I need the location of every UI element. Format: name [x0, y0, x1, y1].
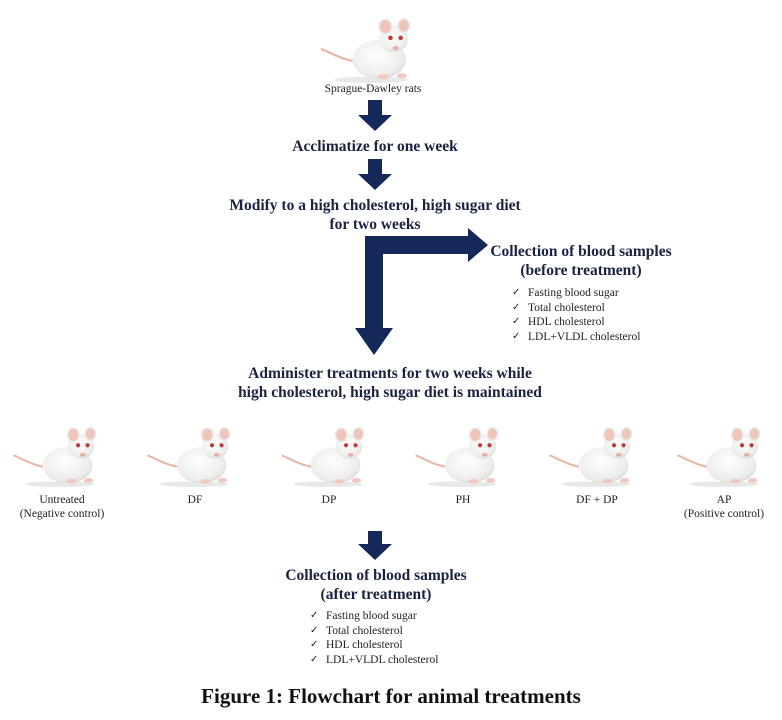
down-arrow-1 — [358, 100, 392, 131]
rat-image-group-3 — [272, 412, 384, 488]
list-item: ✓Fasting blood sugar — [310, 610, 417, 622]
list-item: ✓Total cholesterol — [512, 301, 605, 314]
after-collection-title: Collection of blood samples (after treat… — [270, 566, 482, 604]
elbow-arrow-branch — [365, 228, 488, 330]
down-arrow-2 — [358, 159, 392, 190]
after-checklist: ✓Fasting blood sugar ✓Total cholesterol … — [310, 609, 490, 667]
step-administer-line1: Administer treatments for two weeks whil… — [248, 365, 532, 382]
list-item: ✓HDL cholesterol — [310, 639, 403, 651]
group-label-untreated: Untreated (Negative control) — [19, 494, 105, 520]
rat-image-group-6 — [668, 412, 780, 488]
before-checklist: ✓Fasting blood sugar ✓Total cholesterol … — [512, 286, 692, 344]
rat-image-group-5 — [540, 412, 652, 488]
list-item: ✓Total cholesterol — [310, 624, 403, 637]
group-label-df-dp: DF + DP — [576, 494, 618, 506]
list-item: ✓LDL+VLDL cholesterol — [310, 653, 439, 666]
before-collection-title: Collection of blood samples (before trea… — [476, 242, 686, 280]
step-diet-line1: Modify to a high cholesterol, high sugar… — [229, 197, 521, 214]
step-administer: Administer treatments for two weeks whil… — [190, 364, 590, 402]
rat-image-group-4 — [406, 412, 518, 488]
group-label-ap: AP (Positive control) — [683, 494, 765, 520]
check-icon: ✓ — [310, 653, 319, 665]
group-label-df: DF — [187, 494, 203, 506]
down-arrow-3 — [358, 531, 392, 560]
before-title-line1: Collection of blood samples — [490, 243, 672, 260]
step-diet: Modify to a high cholesterol, high sugar… — [190, 196, 560, 234]
top-animal-label: Sprague-Dawley rats — [324, 83, 422, 95]
group-label-dp: DP — [321, 494, 337, 506]
check-icon: ✓ — [512, 330, 521, 342]
check-icon: ✓ — [512, 301, 521, 313]
elbow-arrow-down — [355, 328, 393, 355]
figure-caption: Figure 1: Flowchart for animal treatment… — [201, 684, 581, 708]
group-label-ph: PH — [455, 494, 471, 506]
after-title-line2: (after treatment) — [320, 586, 432, 603]
after-title-line1: Collection of blood samples — [285, 567, 467, 584]
list-item: ✓LDL+VLDL cholesterol — [512, 330, 641, 343]
rat-image-group-2 — [138, 412, 250, 488]
check-icon: ✓ — [310, 610, 319, 621]
step-administer-line2: high cholesterol, high sugar diet is mai… — [238, 384, 542, 401]
check-icon: ✓ — [512, 287, 521, 298]
step-acclimatize: Acclimatize for one week — [292, 138, 458, 155]
list-item: ✓HDL cholesterol — [512, 316, 605, 328]
before-title-line2: (before treatment) — [520, 262, 642, 279]
check-icon: ✓ — [310, 624, 319, 636]
check-icon: ✓ — [512, 316, 521, 327]
rat-image-group-1 — [4, 412, 116, 488]
list-item: ✓Fasting blood sugar — [512, 287, 619, 299]
check-icon: ✓ — [310, 639, 319, 650]
step-diet-line2: for two weeks — [329, 216, 421, 233]
